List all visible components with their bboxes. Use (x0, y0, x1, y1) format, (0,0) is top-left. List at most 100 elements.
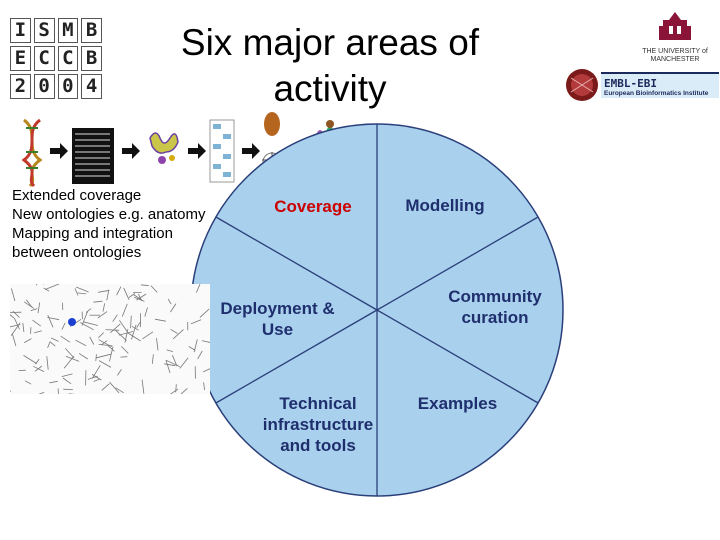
network-edge (193, 339, 198, 353)
network-edge (98, 332, 105, 338)
network-edge (10, 324, 21, 328)
network-edge (140, 284, 149, 287)
network-edge (110, 323, 121, 334)
network-edge (11, 333, 17, 347)
network-edge (164, 363, 176, 367)
network-edge (190, 319, 202, 325)
network-edge (60, 335, 71, 343)
network-edge (74, 288, 79, 296)
protein-icon (149, 132, 179, 164)
network-edge (23, 301, 35, 309)
network-edge (105, 329, 120, 331)
network-edge (201, 340, 210, 343)
network-edge (141, 379, 145, 394)
network-edge (142, 331, 154, 340)
logo-letter: S (33, 18, 55, 43)
network-edge (154, 318, 166, 322)
network-edge (121, 346, 129, 354)
network-edge (10, 322, 21, 336)
network-edge (166, 349, 174, 352)
segment-modelling: Modelling (405, 196, 485, 215)
network-edge (126, 332, 141, 342)
logo-letter: 0 (57, 74, 79, 99)
logo-letter: 0 (33, 74, 55, 99)
network-edge (106, 289, 110, 301)
network-edge (33, 365, 45, 372)
network-edge (170, 303, 177, 313)
network-edge (98, 344, 113, 347)
logo-letter: C (57, 46, 79, 71)
network-edge (133, 294, 142, 301)
ismb-eccb-2004-logo: I S M B E C C B 2 0 0 4 (10, 18, 102, 99)
network-edge (49, 341, 56, 347)
network-edge (170, 328, 178, 334)
network-edge (37, 302, 41, 314)
network-edge (47, 341, 51, 348)
network-edge (123, 287, 130, 300)
network-edge (197, 350, 203, 360)
note-new-ontologies: New ontologies e.g. anatomy (12, 206, 206, 223)
network-edge (30, 308, 38, 312)
network-edge (75, 339, 87, 347)
network-edge (43, 287, 50, 292)
network-edge (165, 359, 180, 367)
network-edge (112, 314, 118, 322)
network-edge (57, 388, 59, 394)
network-edge (115, 330, 127, 341)
network-edge (47, 314, 54, 328)
manchester-caption: THE UNIVERSITY of MANCHESTER (642, 48, 708, 63)
arrow-right-icon (50, 143, 68, 159)
network-edge (100, 340, 108, 346)
arrow-right-icon (188, 143, 206, 159)
network-edge (131, 324, 137, 340)
ebi-name: EMBL-EBI (604, 77, 657, 90)
segment-coverage: Coverage (274, 197, 352, 216)
network-edge (118, 331, 134, 336)
pie-divider-line (376, 309, 539, 404)
network-edge (95, 354, 97, 362)
network-edge (199, 308, 210, 318)
network-edge (117, 368, 122, 376)
arrow-right-icon (122, 143, 140, 159)
network-edge (91, 365, 101, 379)
network-edge (77, 292, 87, 295)
network-edge (136, 293, 147, 301)
network-edge (75, 286, 89, 293)
embl-ebi-logo (566, 69, 719, 101)
network-edge (81, 311, 88, 326)
network-edge (96, 353, 111, 359)
network-edge (109, 381, 120, 394)
logo-letter: E (10, 46, 31, 71)
university-of-manchester-logo (659, 12, 691, 40)
network-edge (10, 314, 15, 319)
network-edge (115, 387, 124, 394)
network-edge (130, 315, 132, 329)
network-edge (78, 353, 89, 360)
pathway-icon (209, 119, 235, 183)
network-edge (151, 354, 154, 364)
segment-deployment-use: Deployment & Use (220, 299, 335, 339)
network-edge (203, 382, 205, 391)
logo-letter: M (57, 18, 79, 43)
network-edge (34, 330, 42, 334)
network-edge (165, 360, 171, 374)
network-edge (195, 284, 201, 293)
network-edge (101, 383, 110, 391)
sequence-icon (72, 128, 114, 184)
network-edge (62, 377, 72, 385)
network-edge (83, 321, 98, 326)
network-edge (49, 380, 58, 384)
network-edge (46, 356, 49, 370)
logo-letter: B (81, 18, 102, 43)
network-edge (128, 293, 136, 298)
network-edge (107, 345, 115, 352)
network-edge (179, 357, 189, 369)
network-edge (121, 303, 128, 317)
logo-letter: I (10, 18, 31, 43)
pie-divider-line (215, 216, 378, 311)
logo-letter: C (33, 46, 55, 71)
network-edge (156, 338, 159, 351)
logo-letter: 4 (81, 74, 102, 99)
network-edge (150, 285, 158, 293)
logo-letter: B (81, 46, 102, 71)
